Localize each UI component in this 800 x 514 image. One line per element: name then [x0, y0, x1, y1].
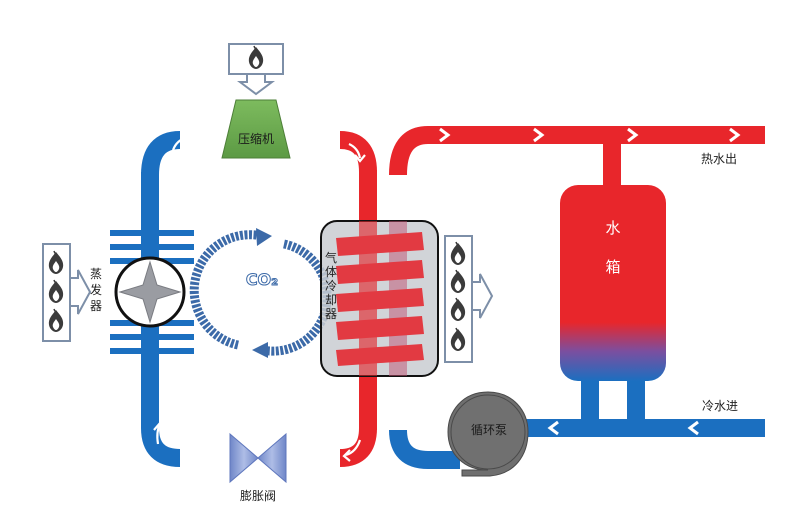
hot-water-corner: [389, 126, 429, 176]
gas-cooler-label-char: 体: [325, 265, 337, 279]
gas-cooler-label-char: 器: [325, 307, 337, 321]
gas-cooler-coils: [336, 232, 424, 366]
compressor: 压缩机: [221, 99, 291, 159]
hot-flow-chevrons: [390, 127, 741, 189]
gas-cooler-label: 气 体 冷 却 器: [325, 250, 337, 321]
loop-bottom-left-corner: [141, 427, 181, 467]
loop-bottom-right-corner: [339, 427, 377, 467]
cold-flow-chevrons: [390, 399, 699, 436]
flow-arrow-top-left-head: [180, 133, 190, 144]
loop-top-left-corner: [141, 131, 181, 176]
heat-input-left: [42, 243, 92, 342]
hot-water-out-label: 热水出: [701, 152, 737, 166]
flow-arrow-top-left: [171, 136, 187, 151]
arrow-down-icon: [237, 73, 275, 96]
flow-arrow-bottom-right: [345, 439, 362, 457]
flow-arrow-top-right-head: [354, 154, 366, 163]
fan-star-icon: [118, 260, 182, 324]
circular-arrows-icon: CO₂: [189, 228, 332, 358]
refrigerant-label: CO₂: [246, 270, 278, 289]
evaporator-label-char: 蒸: [90, 267, 102, 281]
loop-top-right-corner: [339, 131, 377, 173]
flow-arrow-bottom-left-head: [153, 421, 167, 431]
evaporator-label-char: 发: [90, 282, 102, 297]
tank-label-char: 水: [605, 219, 620, 237]
water-bottom-corner: [389, 429, 429, 469]
evaporator-label-char: 器: [90, 299, 102, 313]
flow-arrow-top-right: [348, 142, 362, 159]
evaporator-label: 蒸 发 器: [90, 267, 102, 313]
circulation-pump: 循环泵: [447, 391, 529, 477]
expansion-valve: 膨胀阀: [229, 432, 287, 503]
evaporator: [110, 230, 194, 354]
cold-water-in-label: 冷水进: [702, 399, 738, 413]
compressor-label: 压缩机: [238, 131, 274, 146]
arrow-right-icon: [69, 269, 92, 315]
expansion-valve-label: 膨胀阀: [240, 489, 276, 503]
heat-input-top: [228, 43, 284, 96]
gas-cooler: 气 体 冷 却 器: [320, 220, 439, 377]
water-tank: 水 箱: [560, 185, 666, 381]
flow-arrow-bottom-right-head: [342, 449, 351, 462]
gas-cooler-label-char: 冷: [325, 279, 337, 293]
gas-cooler-label-char: 却: [325, 293, 337, 307]
heat-output-right: [444, 235, 494, 363]
tank-label-char: 箱: [605, 258, 620, 276]
arrow-right-icon: [471, 273, 494, 319]
gas-cooler-label-char: 气: [325, 250, 337, 265]
pump-label: 循环泵: [471, 423, 507, 437]
